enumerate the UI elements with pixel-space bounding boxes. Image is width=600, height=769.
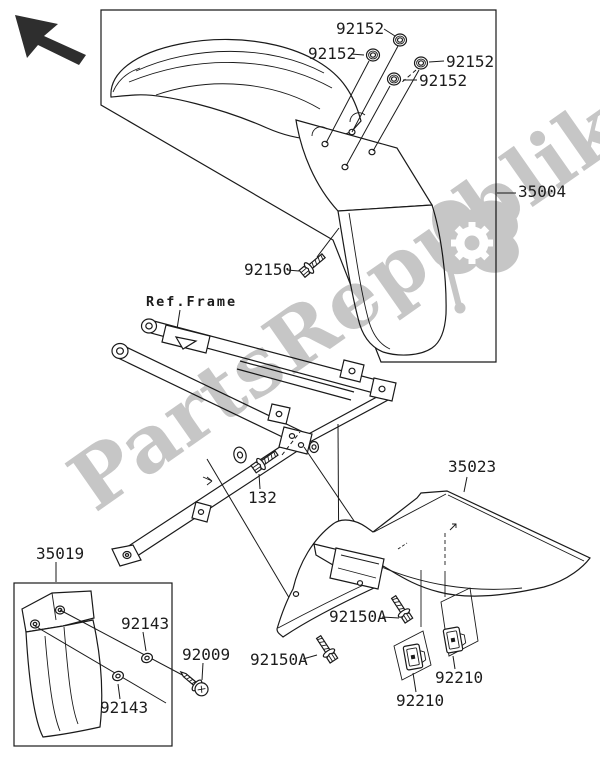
washer-92152-icons — [365, 33, 429, 86]
ref-frame-art — [111, 309, 397, 567]
leaders-92210 — [412, 655, 456, 693]
ref-frame-label: Ref.Frame — [146, 294, 238, 310]
bolt-92150-icon — [298, 253, 327, 279]
part-label-92143-2: 92143 — [100, 698, 149, 717]
washer-92143-icon — [141, 652, 153, 664]
part-label-92152-1: 92152 — [336, 19, 385, 38]
washer-icon — [413, 56, 429, 70]
part-label-92150a-1: 92150A — [329, 607, 387, 626]
washer-icon — [365, 48, 381, 62]
leaders-92150a — [302, 616, 400, 660]
bolt-92150a-icon — [315, 634, 339, 664]
part-label-92150: 92150 — [244, 260, 293, 279]
leader-92009 — [201, 662, 204, 681]
part-label-92152-2: 92152 — [308, 44, 357, 63]
part-label-92210-2: 92210 — [396, 691, 445, 710]
bolt-92150a-icon — [390, 594, 414, 624]
part-label-92152-3: 92152 — [446, 52, 495, 71]
washer-icon — [392, 33, 408, 47]
direction-arrow-icon — [15, 15, 86, 65]
mud-flap-art — [21, 590, 189, 738]
part-label-35023: 35023 — [448, 457, 497, 476]
part-label-92210-1: 92210 — [435, 668, 484, 687]
leaders-92143 — [117, 631, 147, 700]
front-fender-box — [100, 9, 497, 363]
washer-92143-icon — [112, 670, 124, 682]
part-label-92152-4: 92152 — [419, 71, 468, 90]
nut-plate-92210-icon — [442, 626, 467, 654]
part-label-35004: 35004 — [518, 182, 567, 201]
screw-92009-icon — [179, 670, 209, 697]
leader-lines-92152 — [325, 28, 445, 167]
part-label-132: 132 — [248, 488, 277, 507]
leader-92150 — [286, 227, 340, 272]
front-fender-art — [110, 38, 447, 356]
mud-flap-box — [13, 562, 173, 747]
bolt-132-icon — [250, 450, 279, 474]
rear-fender-art — [276, 476, 591, 681]
leader-132 — [258, 431, 301, 490]
nut-plate-92210-icon — [402, 643, 427, 671]
part-label-92150a-2: 92150A — [250, 650, 308, 669]
part-label-92143-1: 92143 — [121, 614, 170, 633]
part-label-92009: 92009 — [182, 645, 231, 664]
part-label-35019: 35019 — [36, 544, 85, 563]
washer-icon — [386, 72, 402, 86]
